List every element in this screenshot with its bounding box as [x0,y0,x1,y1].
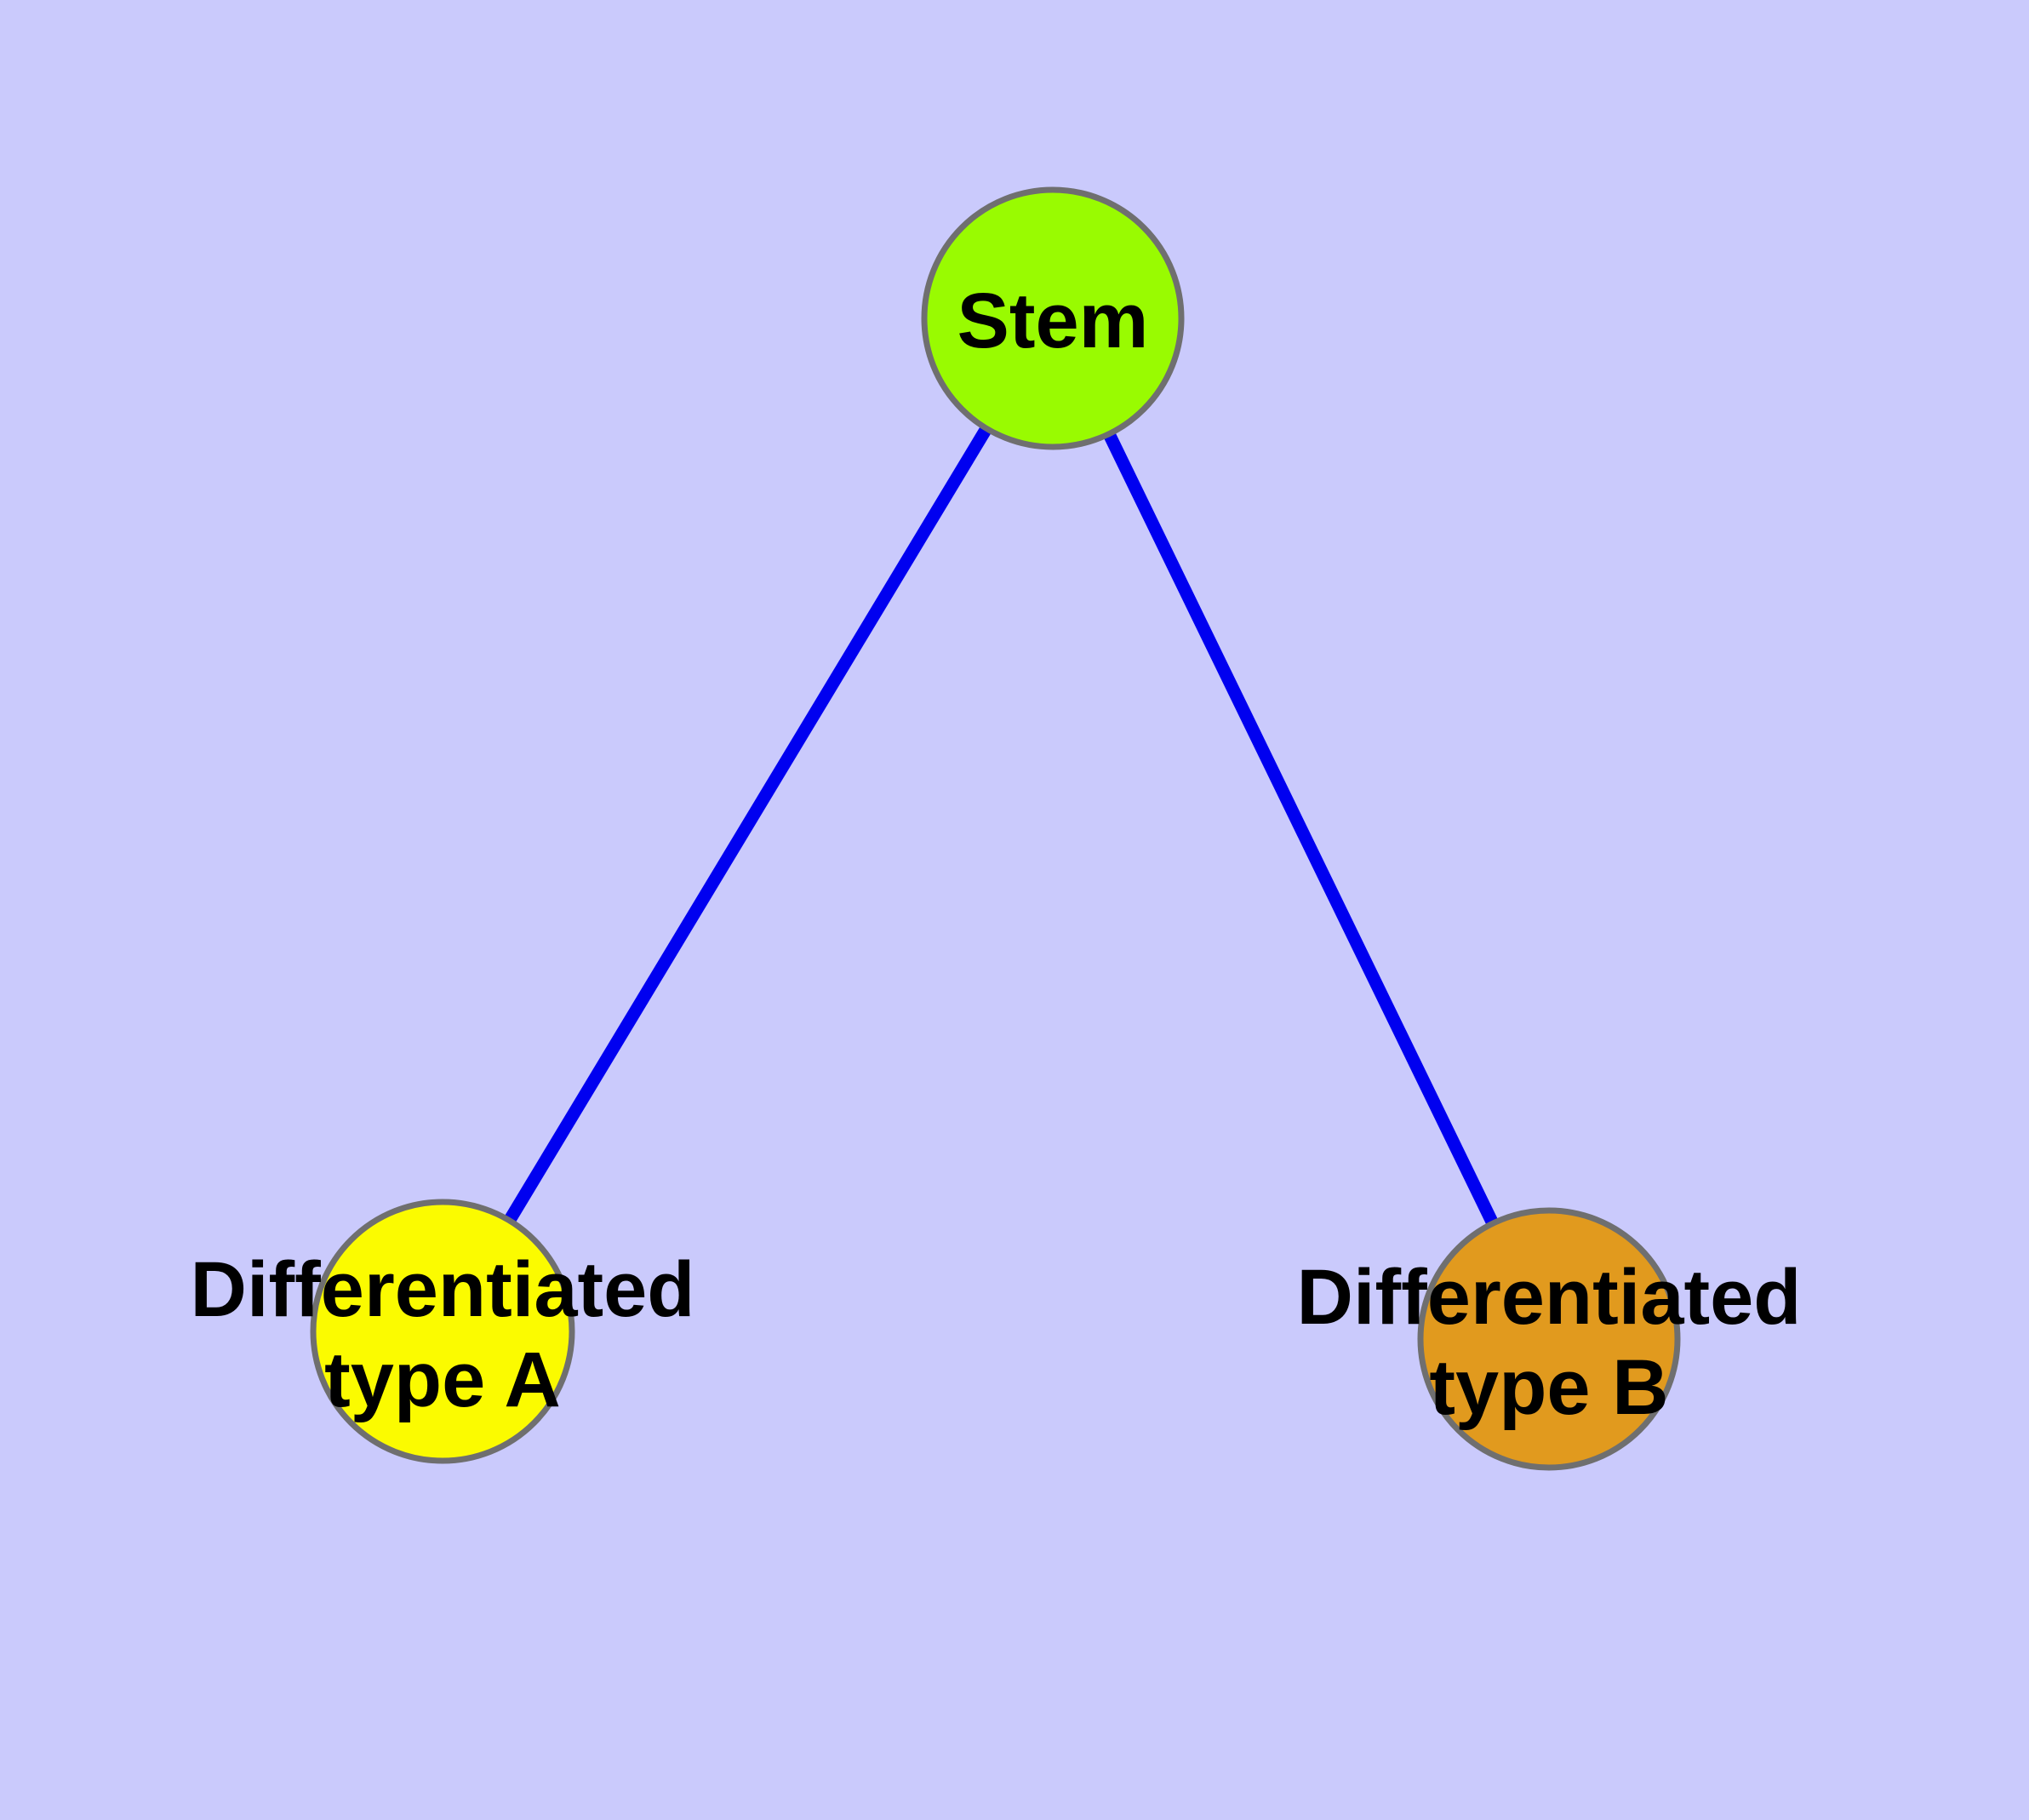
differentiated-type-a-node-circle [310,1199,575,1464]
node-differentiated-type-a: Differentiated type A [191,1199,695,1464]
differentiated-type-b-label-line-2: type B [1429,1344,1668,1431]
differentiated-type-a-label-line-2: type A [324,1336,561,1423]
edge-stem-to-type-a [437,315,1059,1335]
differentiated-type-b-label-line-1: Differentiated [1297,1254,1802,1341]
differentiated-type-a-label-line-1: Differentiated [191,1246,695,1333]
edge-stem-to-type-b [1047,315,1555,1342]
stem-node-circle [921,186,1185,450]
node-stem: Stem [921,186,1185,450]
differentiated-type-b-node-circle [1417,1207,1681,1471]
stem-node-label: Stem [957,278,1149,364]
node-differentiated-type-b: Differentiated type B [1297,1207,1802,1471]
